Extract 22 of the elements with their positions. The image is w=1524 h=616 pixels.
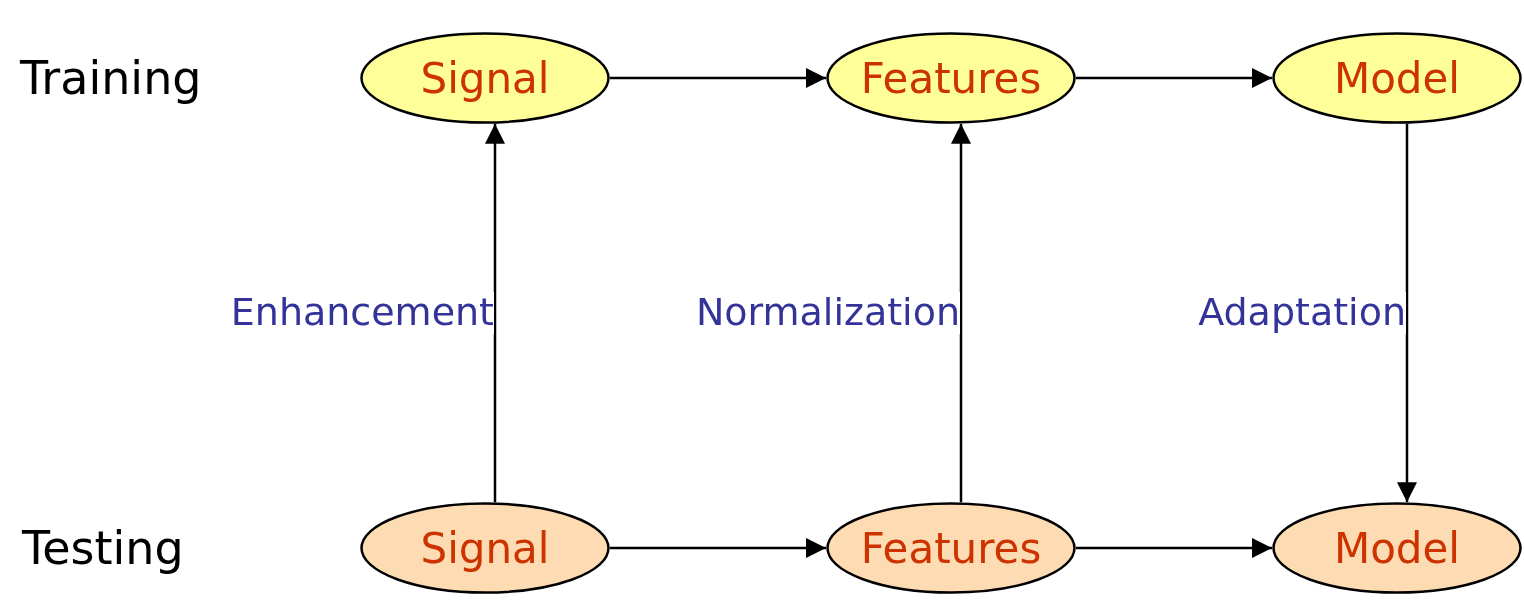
ellipse-node xyxy=(826,32,1076,124)
node-label: Signal xyxy=(420,523,550,573)
edge-label: Adaptation xyxy=(1198,292,1406,334)
node-label: Signal xyxy=(420,53,550,103)
node-label: Features xyxy=(860,523,1042,573)
node-label: Model xyxy=(1333,523,1461,573)
ellipse-node xyxy=(360,32,610,124)
row-label: Testing xyxy=(22,521,184,575)
arrow xyxy=(610,68,826,88)
arrow xyxy=(951,123,971,503)
ellipse-node xyxy=(1272,502,1522,594)
ellipse-node xyxy=(826,502,1076,594)
row-label: Training xyxy=(20,51,202,105)
arrow xyxy=(610,538,826,558)
node-label: Model xyxy=(1333,53,1461,103)
ellipse-node xyxy=(360,502,610,594)
arrow xyxy=(1397,123,1417,503)
arrow xyxy=(1076,538,1272,558)
arrow xyxy=(1076,68,1272,88)
ellipse-node xyxy=(1272,32,1522,124)
node-label: Features xyxy=(860,53,1042,103)
arrow xyxy=(485,123,505,503)
